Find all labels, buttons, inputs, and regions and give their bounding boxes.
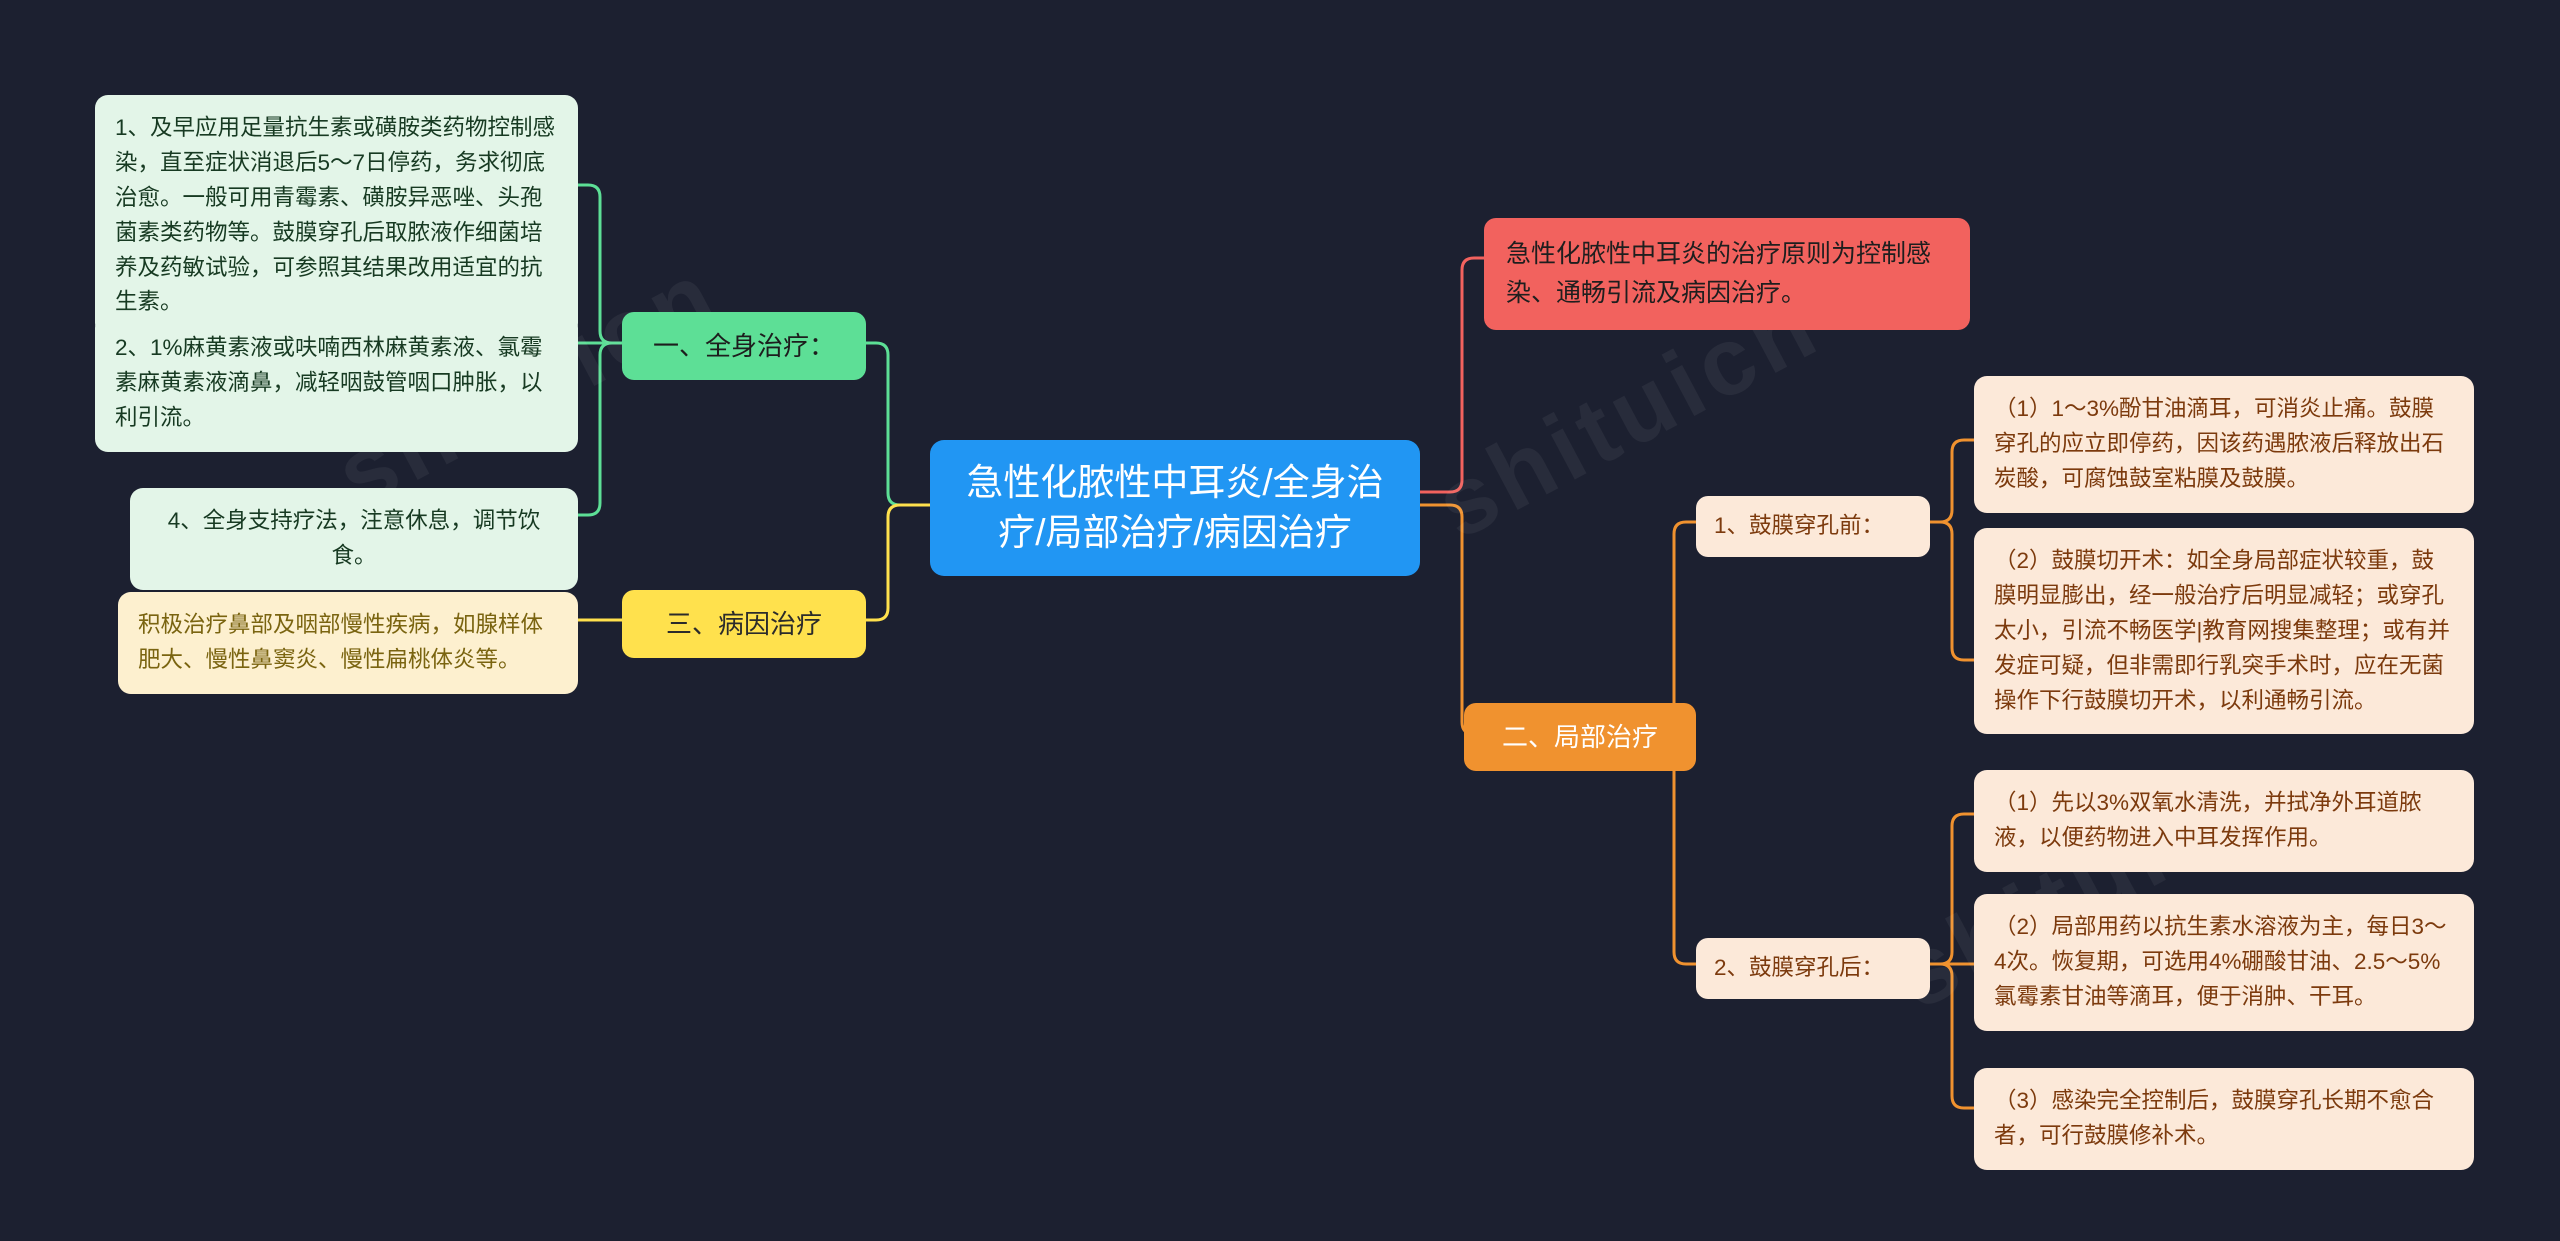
leaf-card-after-perforation-2[interactable]: （2）局部用药以抗生素水溶液为主，每日3～4次。恢复期，可选用4%硼酸甘油、2.… xyxy=(1974,894,2474,1031)
branch-label-etiologic-therapy[interactable]: 三、病因治疗 xyxy=(622,590,866,659)
leaf-card-etiologic-1[interactable]: 积极治疗鼻部及咽部慢性疾病，如腺样体肥大、慢性鼻窦炎、慢性扁桃体炎等。 xyxy=(118,592,578,694)
leaf-card-after-perforation-1[interactable]: （1）先以3%双氧水清洗，并拭净外耳道脓液，以便药物进入中耳发挥作用。 xyxy=(1974,770,2474,872)
leaf-card-systemic-1[interactable]: 1、及早应用足量抗生素或磺胺类药物控制感染，直至症状消退后5～7日停药，务求彻底… xyxy=(95,95,578,337)
subnode-after-perforation[interactable]: 2、鼓膜穿孔后： xyxy=(1696,938,1930,999)
branch-label-systemic-therapy[interactable]: 一、全身治疗： xyxy=(622,312,866,381)
leaf-card-after-perforation-3[interactable]: （3）感染完全控制后，鼓膜穿孔长期不愈合者，可行鼓膜修补术。 xyxy=(1974,1068,2474,1170)
note-card-treatment-principle[interactable]: 急性化脓性中耳炎的治疗原则为控制感染、通畅引流及病因治疗。 xyxy=(1484,218,1970,330)
leaf-card-systemic-2[interactable]: 2、1%麻黄素液或呋喃西林麻黄素液、氯霉素麻黄素液滴鼻，减轻咽鼓管咽口肿胀，以利… xyxy=(95,315,578,452)
leaf-card-before-perforation-1[interactable]: （1）1～3%酚甘油滴耳，可消炎止痛。鼓膜穿孔的应立即停药，因该药遇脓液后释放出… xyxy=(1974,376,2474,513)
leaf-card-before-perforation-2[interactable]: （2）鼓膜切开术：如全身局部症状较重，鼓膜明显膨出，经一般治疗后明显减轻；或穿孔… xyxy=(1974,528,2474,735)
subnode-before-perforation[interactable]: 1、鼓膜穿孔前： xyxy=(1696,496,1930,557)
leaf-card-systemic-3[interactable]: 4、全身支持疗法，注意休息，调节饮食。 xyxy=(130,488,578,590)
branch-label-local-therapy[interactable]: 二、局部治疗 xyxy=(1464,703,1696,772)
root-node[interactable]: 急性化脓性中耳炎/全身治疗/局部治疗/病因治疗 xyxy=(930,440,1420,576)
